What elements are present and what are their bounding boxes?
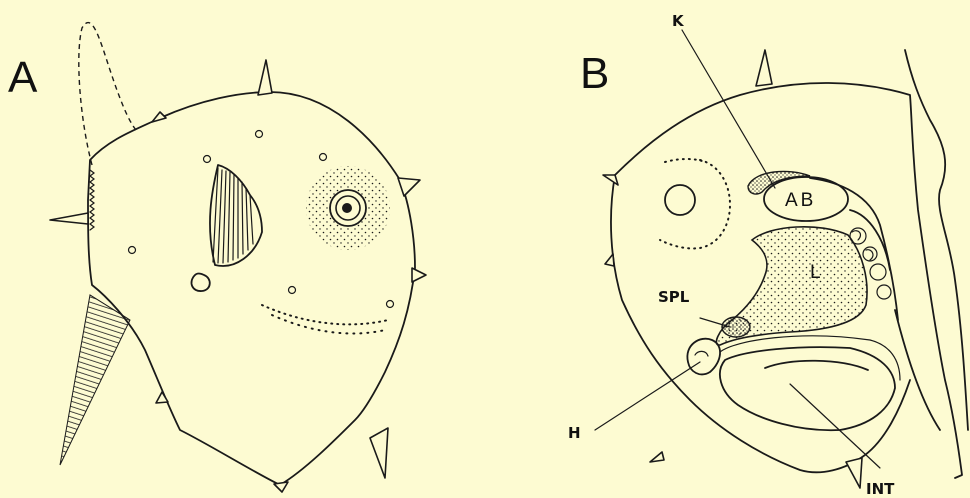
fin-rays [213,168,253,263]
leader-k [682,30,775,188]
panel-b: B [568,12,968,498]
lateral-line-dots [262,305,388,324]
pore [320,154,327,161]
leader-h [595,362,700,430]
pupil [342,203,352,213]
larva-body-a [88,92,415,485]
spine-top [258,60,272,95]
serrated-edge [90,170,94,230]
dashed-fin-outline [79,23,136,165]
eye-stipple-top [665,159,705,162]
pore [256,131,263,138]
eye-b [665,185,695,215]
spine-top [756,50,772,86]
spine-left-lower [605,254,614,266]
intestine-wall [720,336,900,380]
spine-bottom-right [370,428,388,478]
spine-lower-left [156,392,168,403]
inner-right-contour [895,310,940,430]
spine-bottom [274,482,288,492]
panel-a: A [8,23,426,492]
pore [289,287,296,294]
label-k: K [672,12,685,30]
right-fin-contour [905,50,968,430]
spleen [722,317,750,337]
pore [204,156,211,163]
spine-right [398,178,420,196]
label-int: INT [866,480,895,498]
intestine-outer [720,347,895,430]
panel-b-letter: B [580,49,609,98]
pore [387,301,394,308]
heart [687,339,720,375]
panel-a-letter: A [8,53,38,102]
spine-upper-left [152,112,166,122]
spine-bottom [846,458,862,488]
hatched-fin [60,295,130,465]
spine-right-lower [412,268,426,282]
label-h: H [568,424,581,442]
spine-left [50,213,88,224]
heart-detail [695,351,708,356]
pore [129,247,136,254]
label-spl: SPL [658,288,690,306]
leader-int [790,384,880,468]
spine-bottom-left [650,452,664,462]
spine-left [603,175,618,185]
otic-structure [191,274,209,292]
label-ab: AB [785,190,816,211]
intestine-inner [765,361,868,370]
label-l: L [810,262,824,283]
